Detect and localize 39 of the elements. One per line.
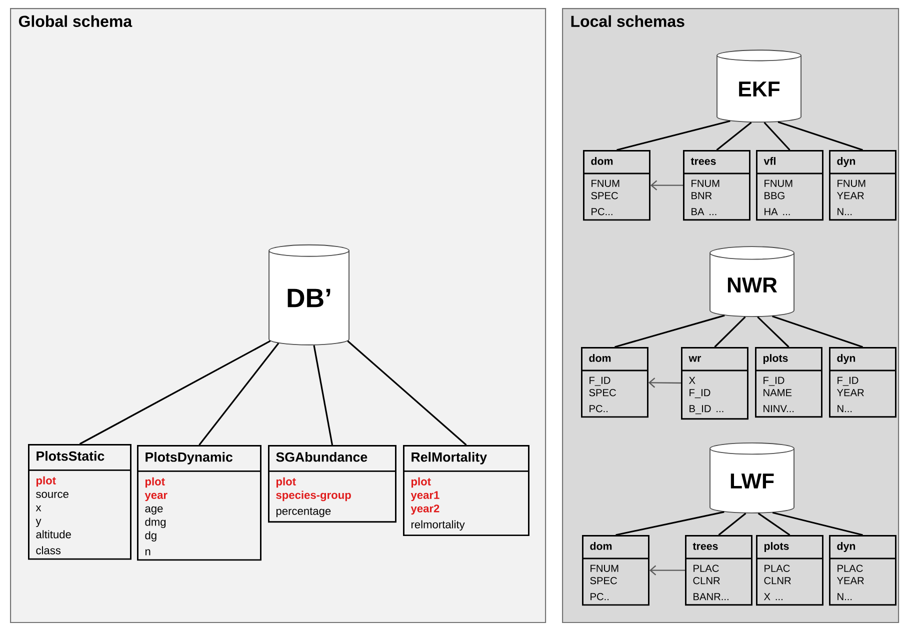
connector-line (616, 120, 730, 151)
connector-line (778, 121, 863, 151)
connector-line (716, 122, 752, 151)
table-box: dom F_ID SPEC PC.. (581, 347, 648, 418)
database-cylinder: DB’ (268, 244, 350, 346)
connector-line (764, 122, 790, 151)
connector-line (650, 180, 683, 190)
connector-line (714, 316, 746, 348)
connector-line (614, 314, 725, 348)
connector-line (648, 378, 682, 388)
table-box: wr X F_ID B_ID ... (681, 347, 748, 420)
table-box: dom FNUM SPEC PC.. (582, 535, 650, 606)
connector-line (772, 315, 863, 348)
table-box: trees PLAC CLNR BANR... (685, 535, 752, 606)
connector-line (772, 512, 863, 536)
table-box: plots PLAC CLNR X ... (756, 535, 824, 606)
connector-line (649, 565, 685, 576)
table-box: dyn F_ID YEAR N... (829, 347, 896, 418)
connector-line (198, 342, 280, 446)
connector-line (313, 345, 334, 446)
table-box: RelMortality plot year1 year2 relmortality (403, 445, 530, 536)
connector-line (347, 340, 467, 446)
table-box: SGAbundance plot species-group percentage (268, 445, 396, 523)
table-box: dom FNUM SPEC PC... (583, 150, 650, 221)
connector-line (758, 512, 790, 536)
connector-line (757, 316, 790, 348)
database-cylinder: EKF (716, 50, 802, 123)
connector-line (79, 340, 271, 445)
table-box: dyn FNUM YEAR N... (829, 150, 896, 221)
connector-line (718, 512, 746, 536)
table-box: trees FNUM BNR BA ... (683, 150, 750, 221)
database-cylinder: LWF (710, 442, 794, 514)
table-box: PlotsDynamic plot year age dmg dg n (137, 445, 262, 561)
table-box: vfl FNUM BBG HA ... (756, 150, 824, 221)
table-box: dyn PLAC YEAR N... (829, 535, 896, 606)
database-cylinder: NWR (710, 246, 794, 318)
table-box: PlotsStatic plot source x y altitude class (28, 444, 132, 560)
table-box: plots F_ID NAME NINV... (755, 347, 822, 418)
connector-line (616, 511, 724, 536)
